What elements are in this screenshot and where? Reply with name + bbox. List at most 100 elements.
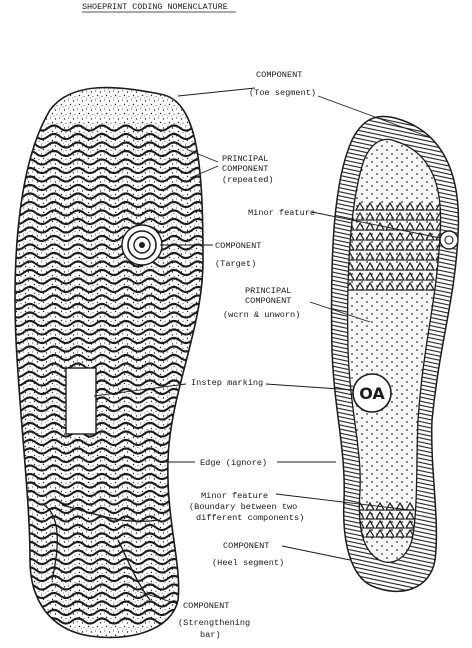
tread-wave-line [15,260,203,268]
tread-triangle [364,281,376,291]
tread-triangle [394,201,406,211]
tread-triangle [404,221,416,231]
tread-triangle [364,261,376,271]
svg-text:COMPONENT: COMPONENT [256,70,302,80]
svg-text:(wcrn & unworn): (wcrn & unworn) [223,310,300,320]
tread-triangle [374,528,386,538]
tread-triangle [404,271,416,281]
tread-triangle [374,251,386,261]
tread-triangle [404,510,416,520]
tread-triangle [394,241,406,251]
tread-triangle [384,241,396,251]
label-minor-feature-boundary: Minor feature (Boundary between two diff… [189,491,304,523]
tread-triangle [364,211,376,221]
instep-marking-box [65,367,97,435]
tread-wave-line [15,166,203,175]
tread-triangle [374,241,386,251]
label-instep: Instep marking [191,378,263,388]
tread-triangle [414,251,426,261]
tread-triangle [424,221,436,231]
tread-triangle [394,281,406,291]
tread-triangle [374,211,386,221]
tread-triangle [374,271,386,281]
tread-triangle [384,221,396,231]
label-edge: Edge (ignore) [200,458,267,468]
tread-triangle [384,281,396,291]
tread-triangle [404,251,416,261]
tread-triangle [384,271,396,281]
tread-triangle [384,201,396,211]
tread-wave-line [15,268,203,277]
tread-triangle [374,281,386,291]
svg-text:(repeated): (repeated) [222,175,274,185]
tread-triangle [404,231,416,241]
logo-text: OA [359,384,385,403]
svg-text:(Strengthening: (Strengthening [178,618,250,628]
tread-triangle [384,510,396,520]
label-strengthening: COMPONENT (Strengthening bar) [178,601,250,640]
tread-triangle [424,261,436,271]
tread-wave-line [15,141,203,149]
left-sole-outline [14,86,204,639]
tread-triangle [434,211,441,221]
svg-text:PRINCIPAL: PRINCIPAL [222,154,268,164]
tread-triangle [364,251,376,261]
tread-triangle [374,519,386,529]
tread-triangle [394,271,406,281]
tread-triangle [394,519,406,529]
tread-wave-line [15,175,203,183]
tread-triangle [434,221,441,231]
tread-wave-line [15,158,203,166]
oa-logo: OA [352,373,392,413]
tread-wave-line [15,336,203,345]
svg-text:PRINCIPAL: PRINCIPAL [245,286,291,296]
tread-wave-line [15,149,203,158]
tread-triangle [374,510,386,520]
tread-wave-line [15,294,203,302]
svg-text:(Toe segment): (Toe segment) [249,88,316,98]
svg-text:Instep marking: Instep marking [191,378,263,388]
tread-wave-line [15,217,203,226]
tread-triangle [424,271,436,281]
tread-triangle [354,271,366,281]
label-principal-repeated: PRINCIPAL COMPONENT (repeated) [222,154,274,185]
tread-wave-line [15,311,203,319]
tread-triangle [354,221,366,231]
tread-triangle [354,281,366,291]
tread-triangle [374,231,386,241]
svg-text:Minor feature: Minor feature [201,491,268,501]
tread-triangle [364,501,376,511]
left-wave-pattern [15,124,203,625]
tread-triangle [364,271,376,281]
tread-triangle [414,261,426,271]
tread-triangle [414,211,426,221]
tread-triangle [424,251,436,261]
tread-triangle [364,231,376,241]
tread-triangle [394,510,406,520]
tread-triangle [374,261,386,271]
tread-triangle [364,510,376,520]
svg-text:COMPONENT: COMPONENT [222,164,268,174]
right-shoe-sole: OA [330,115,460,593]
tread-triangle [424,241,436,251]
tread-triangle [424,201,436,211]
tread-triangle [354,211,366,221]
svg-text:COMPONENT: COMPONENT [245,296,291,306]
tread-triangle [414,221,426,231]
tread-triangle [404,528,416,538]
tread-triangle [414,271,426,281]
label-principal-worn: PRINCIPAL COMPONENT (wcrn & unworn) [223,286,300,320]
tread-triangle [354,261,366,271]
tread-triangle [394,231,406,241]
tread-triangle [364,221,376,231]
svg-text:different components): different components) [196,513,304,523]
tread-triangle [354,251,366,261]
tread-wave-line [15,183,203,192]
tread-triangle [354,231,366,241]
svg-text:(Boundary between two: (Boundary between two [189,502,297,512]
tread-wave-line [15,285,203,294]
leader-lines [93,87,441,605]
tread-wave-line [15,234,203,243]
tread-triangle [384,231,396,241]
